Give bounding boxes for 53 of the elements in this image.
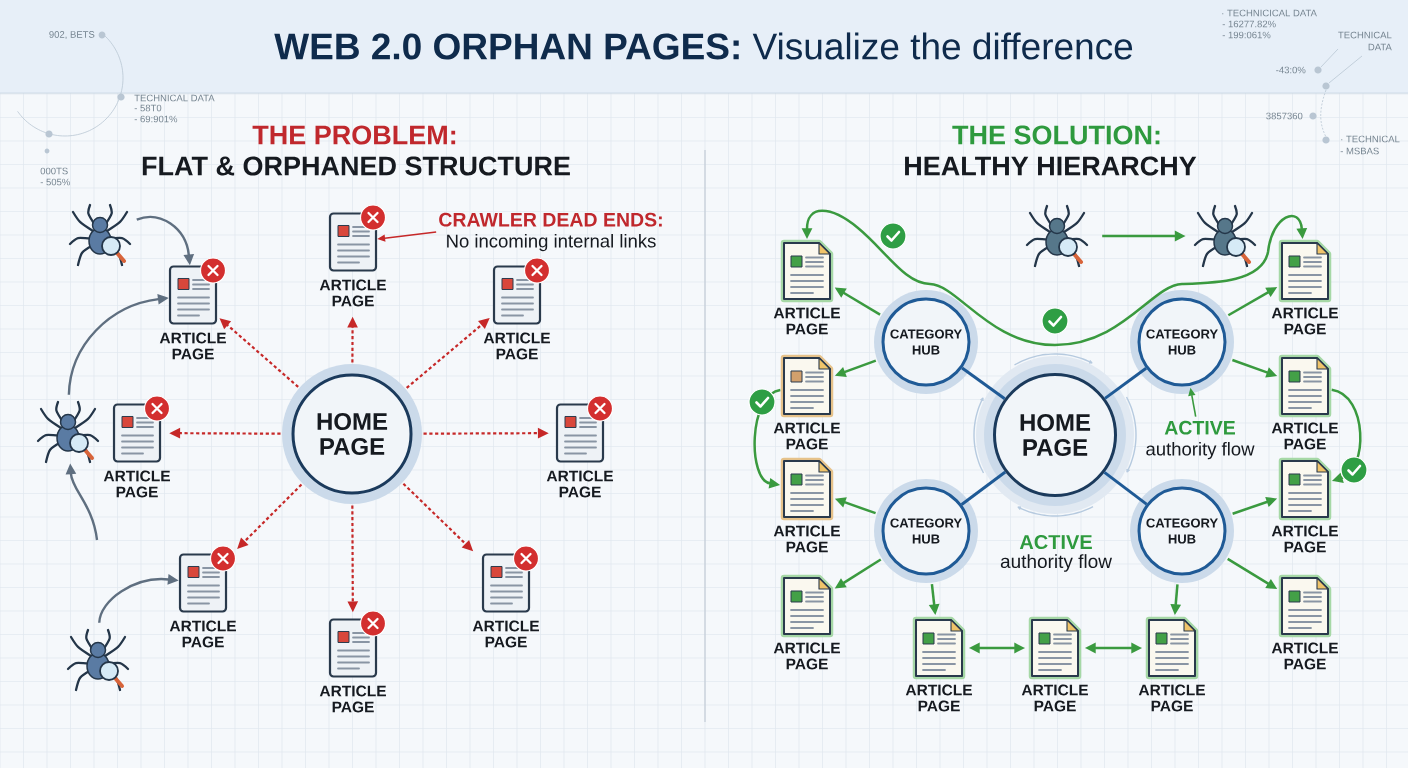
background-text: TECHNICAL DATA xyxy=(134,94,215,102)
panel-heading: THE SOLUTION: xyxy=(952,125,1160,145)
background-text: - 69:901% xyxy=(134,115,178,123)
node-label: ARTICLE PAGE xyxy=(483,332,550,360)
node-label: ARTICLE PAGE xyxy=(773,525,840,553)
circle-node: CATEGORY HUB xyxy=(874,479,978,583)
node-label: ARTICLE PAGE xyxy=(1271,307,1338,335)
node-label: ARTICLE PAGE xyxy=(319,685,386,713)
node-label: ARTICLE PAGE xyxy=(1138,684,1205,712)
panel-heading: FLAT & ORPHANED STRUCTURE xyxy=(142,156,570,176)
background-text: - 505% xyxy=(40,178,70,186)
background-text: · TECHNICICAL DATA xyxy=(1222,9,1317,17)
circle-node: HOME PAGE xyxy=(282,364,422,504)
node-label: ARTICLE PAGE xyxy=(1271,642,1338,670)
spider-icon xyxy=(66,628,130,692)
node-label: ARTICLE PAGE xyxy=(319,279,386,307)
node-label: ARTICLE PAGE xyxy=(103,470,170,498)
node-label: ARTICLE PAGE xyxy=(1021,684,1088,712)
node-label: ARTICLE PAGE xyxy=(159,332,226,360)
background-text: - MSBAS xyxy=(1340,147,1379,155)
circle-node: CATEGORY HUB xyxy=(874,290,978,394)
panel-heading: HEALTHY HIERARCHY xyxy=(905,156,1197,176)
title: WEB 2.0 ORPHAN PAGES: Visualize the difference xyxy=(274,32,1133,60)
background-text: 3857360 xyxy=(1266,112,1303,120)
node-label: ARTICLE PAGE xyxy=(773,422,840,450)
node-label: ARTICLE PAGE xyxy=(169,620,236,648)
background-text: -43:0% xyxy=(1276,66,1306,74)
background-text: · TECHNICAL xyxy=(1341,135,1400,143)
background-text: - 58T0 xyxy=(134,104,162,112)
background-text: 902, BETS xyxy=(49,31,95,39)
circle-node: CATEGORY HUB xyxy=(1130,290,1234,394)
background-text: TECHNICAL DATA xyxy=(1338,31,1392,51)
spider-icon xyxy=(1193,204,1257,268)
spider-icon xyxy=(36,400,100,464)
spider-icon xyxy=(68,203,132,267)
node-label: ARTICLE PAGE xyxy=(1271,525,1338,553)
node-label: ARTICLE PAGE xyxy=(546,470,613,498)
background-text: - 16277.82% xyxy=(1222,20,1276,28)
node-label: ARTICLE PAGE xyxy=(773,642,840,670)
background-text: 000TS xyxy=(40,167,68,175)
background-text: - 199:061% xyxy=(1222,31,1271,39)
spider-icon xyxy=(1025,204,1089,268)
node-label: ARTICLE PAGE xyxy=(1271,422,1338,450)
annotation-text: authority flow xyxy=(1000,554,1112,572)
node-label: ARTICLE PAGE xyxy=(905,684,972,712)
annotation-text: ACTIVE authority flow xyxy=(1146,420,1255,460)
annotation-text: ACTIVE xyxy=(1019,534,1092,550)
annotation-text: CRAWLER DEAD ENDS: No incoming internal links xyxy=(439,212,662,252)
node-label: ARTICLE PAGE xyxy=(773,307,840,335)
panel-heading: THE PROBLEM: xyxy=(252,125,456,145)
circle-node: HOME PAGE xyxy=(976,356,1134,514)
node-label: ARTICLE PAGE xyxy=(472,620,539,648)
circle-node: CATEGORY HUB xyxy=(1130,479,1234,583)
